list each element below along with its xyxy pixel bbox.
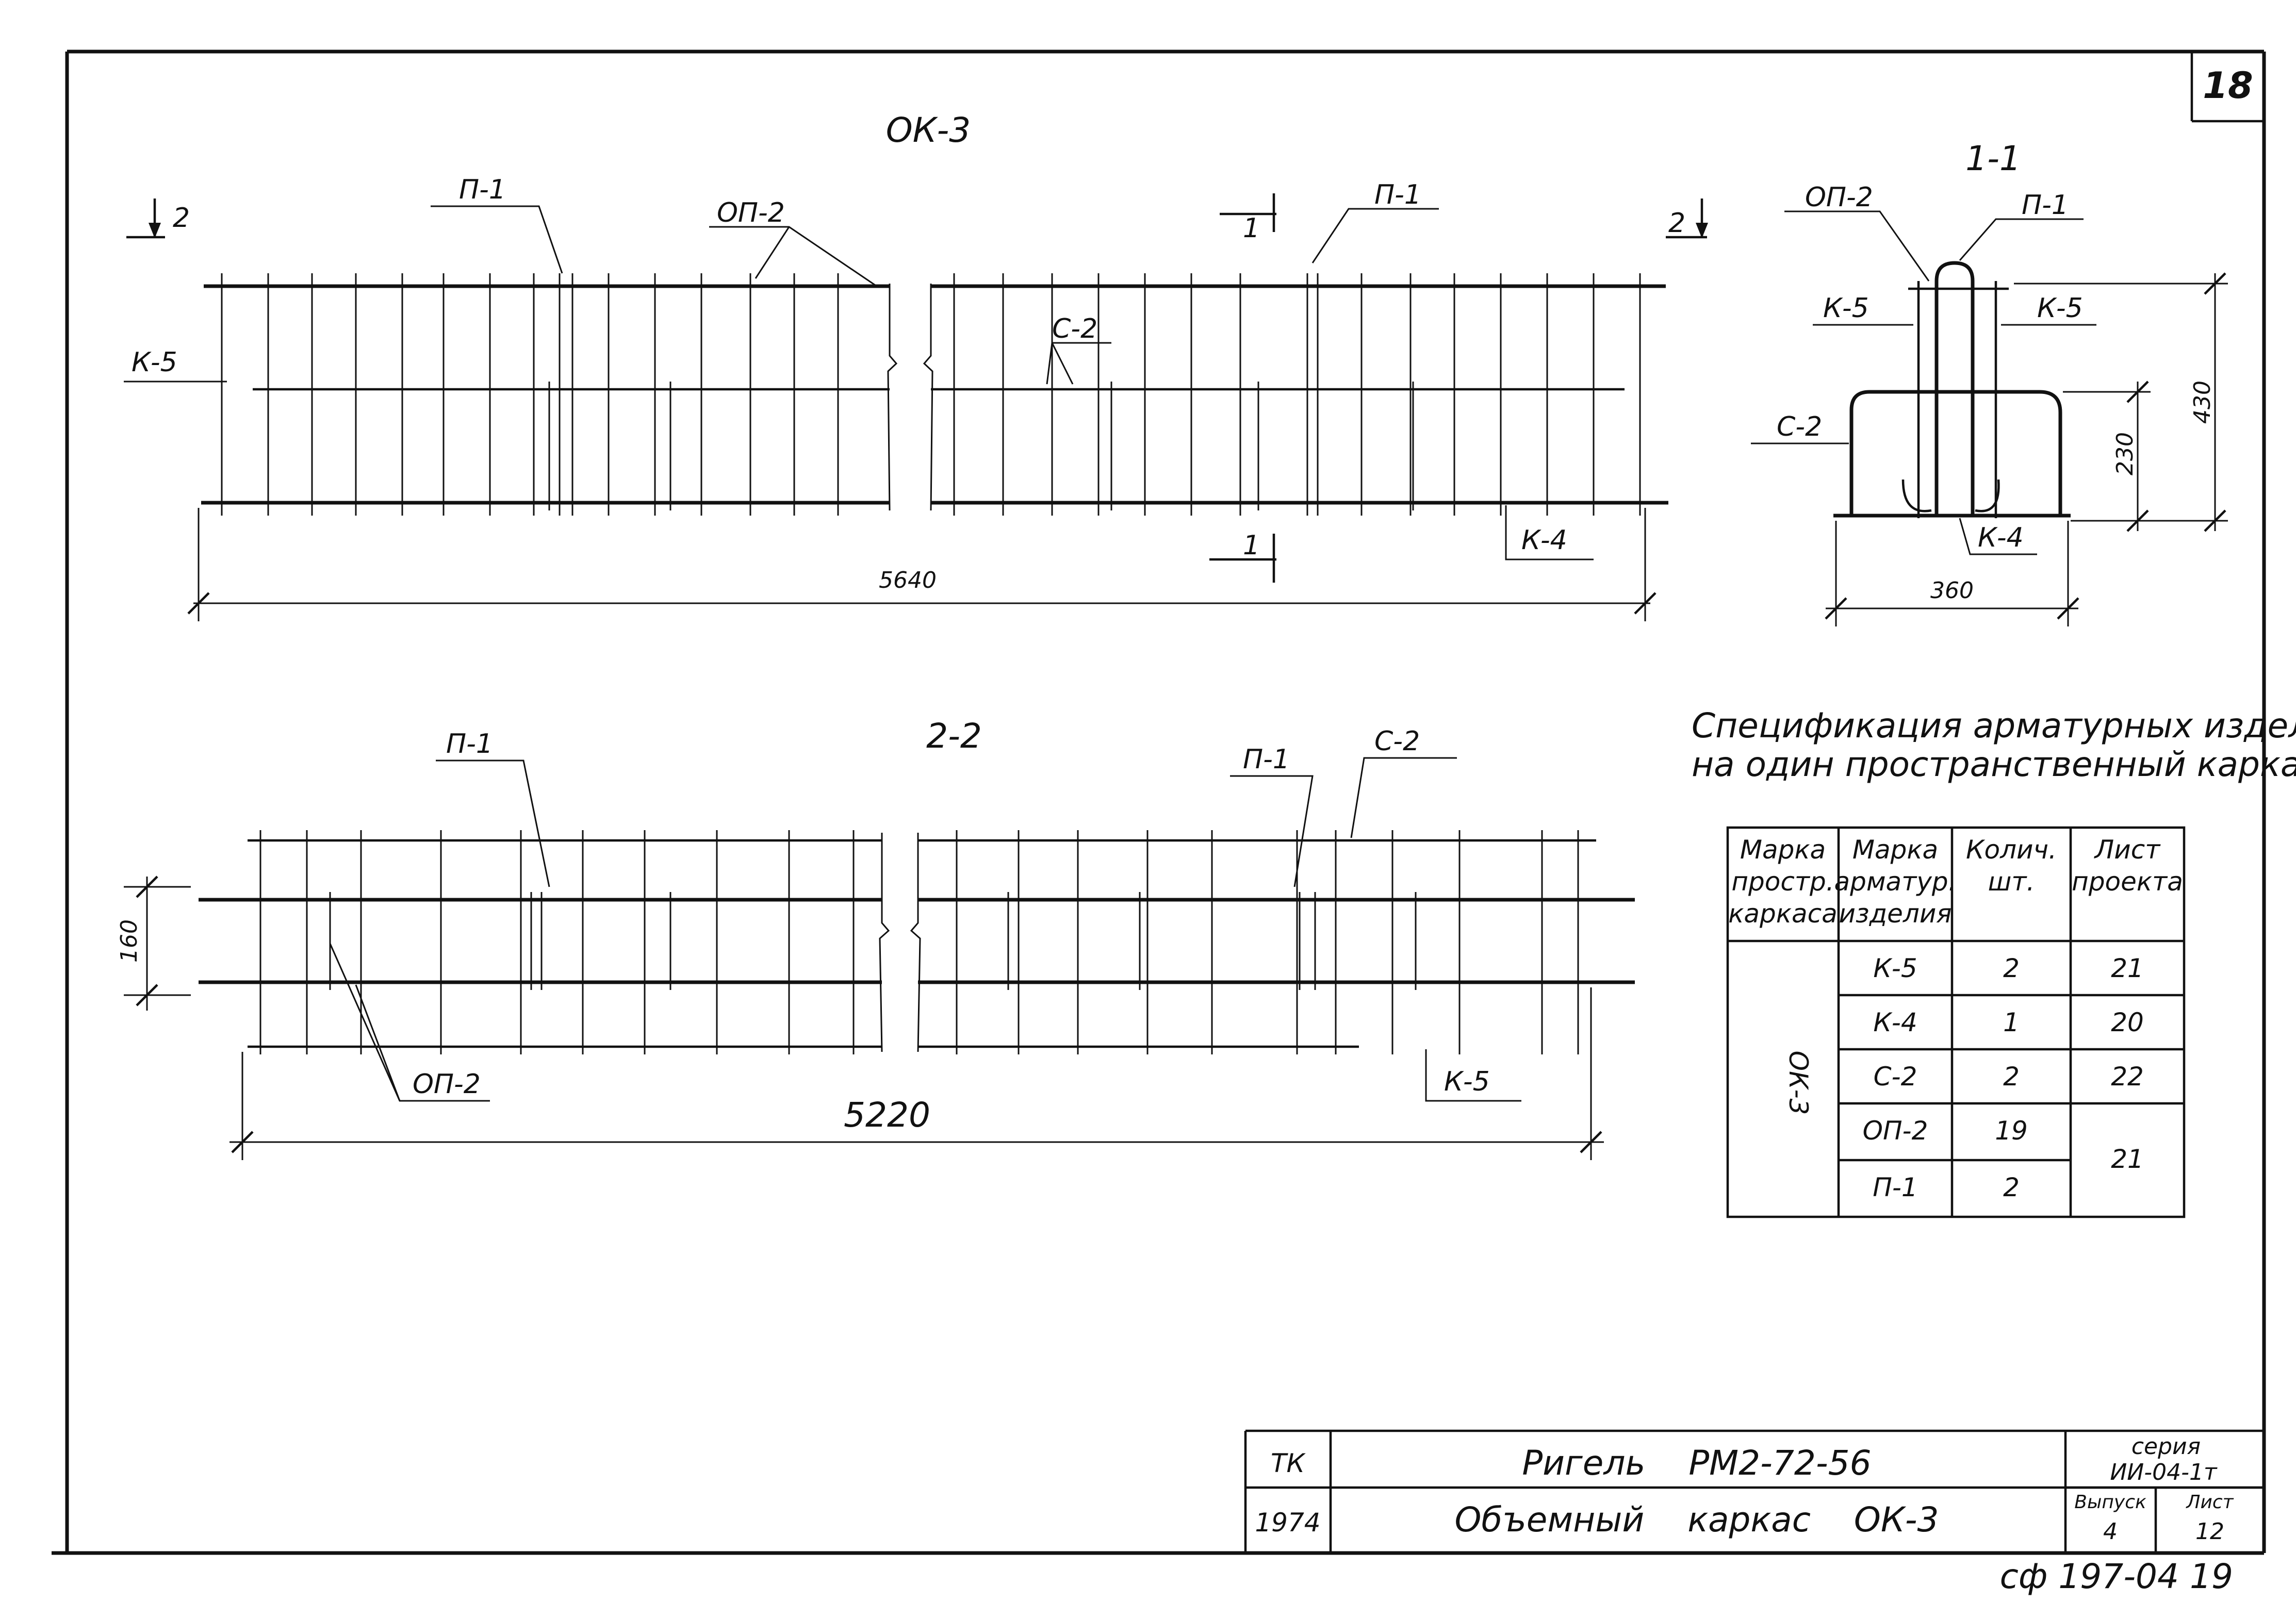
- section-1-1: 1-1 ОП-2 П-1 К-5 К-5 С-2 К-4: [1751, 139, 2228, 626]
- title-block-sheet-value: 12: [2195, 1518, 2224, 1545]
- spec-row-4-item: ОП-2: [1863, 1116, 1928, 1146]
- elevation-label-p1-right: П-1: [1374, 179, 1421, 210]
- section-1-1-label-k5-left: К-5: [1823, 293, 1869, 324]
- plan-2-2-title: 2-2: [926, 716, 982, 756]
- elevation-label-op2: ОП-2: [717, 197, 785, 228]
- elevation-label-c2: С-2: [1052, 313, 1097, 344]
- spec-row-2-sheet: 20: [2111, 1008, 2144, 1037]
- section-1-1-label-p1: П-1: [2022, 190, 2069, 221]
- section-1-1-dim-230: 230: [2112, 432, 2138, 475]
- title-block-sheet-label: Лист: [2185, 1492, 2234, 1513]
- spec-header-col1-l2: простр.: [1731, 867, 1834, 897]
- title-block-issue-value: 4: [2103, 1518, 2118, 1545]
- elevation-label-p1-left: П-1: [459, 174, 506, 205]
- title-block-series-value: ИИ-04-1т: [2110, 1459, 2218, 1485]
- elevation-label-k4: К-4: [1521, 525, 1567, 556]
- spec-title-line1: Спецификация арматурных изделий: [1692, 706, 2296, 746]
- plan-2-2: 2-2 П-1 П-1 С-2 ОП-2 К-5 160: [116, 716, 1635, 1160]
- title-block-org: ТК: [1271, 1448, 1306, 1478]
- section-1-1-label-c2: С-2: [1777, 411, 1822, 442]
- spec-header-col1-l3: каркаса: [1728, 899, 1838, 929]
- plan-label-p1-right: П-1: [1243, 744, 1290, 775]
- spec-row-3-sheet: 22: [2111, 1062, 2144, 1092]
- section-mark-1-top: 1: [1243, 213, 1260, 244]
- elevation-length-dim: 5640: [879, 567, 937, 593]
- title-block-year: 1974: [1255, 1508, 1320, 1538]
- plan-vertical-bars: [259, 830, 1579, 1054]
- plan-label-p1-left: П-1: [446, 729, 493, 759]
- spec-row-3-item: С-2: [1874, 1062, 1917, 1092]
- section-1-1-dim-360: 360: [1930, 577, 1974, 604]
- spec-header-col4-l1: Лист: [2094, 835, 2161, 865]
- spec-header-col1-l1: Марка: [1740, 835, 1826, 865]
- spec-row-1-item: К-5: [1873, 953, 1917, 983]
- sheet-frame: [52, 49, 2266, 1555]
- title-block-series-label: серия: [2131, 1433, 2201, 1460]
- title-block-issue-label: Выпуск: [2074, 1492, 2146, 1513]
- spec-row-2-item: К-4: [1873, 1008, 1917, 1037]
- plan-label-k5: К-5: [1444, 1066, 1490, 1097]
- section-1-1-label-k5-right: К-5: [2037, 293, 2083, 324]
- section-1-1-label-k4: К-4: [1978, 522, 2024, 553]
- spec-row-1-qty: 2: [2003, 953, 2020, 983]
- section-mark-1-bottom: 1: [1243, 530, 1260, 561]
- section-1-1-label-op2: ОП-2: [1805, 182, 1873, 213]
- spec-row-4-sheet: 21: [2111, 1144, 2144, 1174]
- elevation-title: ОК-3: [886, 110, 971, 150]
- section-1-1-title: 1-1: [1965, 139, 2021, 178]
- spec-header-col2-l3: изделия: [1839, 899, 1952, 929]
- page-number: 18: [2203, 64, 2253, 107]
- section-mark-2-left: 2: [173, 203, 190, 234]
- spec-row-5-item: П-1: [1873, 1172, 1917, 1202]
- elevation-label-k5: К-5: [132, 347, 177, 378]
- section-1-1-dim-430: 430: [2189, 381, 2216, 424]
- plan-length-dim: 5220: [844, 1095, 930, 1135]
- spec-frame-mark: ОК-3: [1783, 1051, 1813, 1115]
- plan-label-c2: С-2: [1374, 726, 1420, 757]
- specification: Спецификация арматурных изделий на один …: [1692, 706, 2296, 1218]
- plan-width-dim: 160: [116, 919, 142, 963]
- spec-title-line2: на один пространственный каркас: [1692, 745, 2296, 784]
- elevation-vertical-bars: [221, 273, 1641, 516]
- spec-header-col2-l2: арматур.: [1834, 867, 1956, 897]
- section-mark-2-right: 2: [1668, 208, 1685, 239]
- archive-code: сф 197-04 19: [2000, 1557, 2233, 1596]
- spec-table-grid: [1726, 826, 2186, 1218]
- spec-row-2-qty: 1: [2003, 1008, 2020, 1037]
- spec-row-1-sheet: 21: [2111, 953, 2144, 983]
- plan-label-op2: ОП-2: [413, 1069, 481, 1100]
- spec-header-col4-l2: проекта: [2072, 867, 2183, 897]
- spec-row-5-qty: 2: [2003, 1172, 2020, 1202]
- title-block-line1: Ригель РМ2-72-56: [1522, 1443, 1871, 1483]
- spec-header-col3-l2: шт.: [1988, 867, 2035, 897]
- spec-row-3-qty: 2: [2003, 1062, 2020, 1092]
- spec-header-col2-l1: Марка: [1852, 835, 1938, 865]
- elevation-view: ОК-3 2 2 1 1 П-1 ОП-2: [124, 110, 1708, 621]
- title-block: ТК 1974 Ригель РМ2-72-56 Объемный каркас…: [1244, 1429, 2264, 1553]
- spec-header-col3-l1: Колич.: [1966, 835, 2057, 865]
- title-block-grid: [1244, 1429, 2264, 1553]
- title-block-line2: Объемный каркас ОК-3: [1454, 1500, 1939, 1540]
- spec-row-4-qty: 19: [1995, 1116, 2028, 1146]
